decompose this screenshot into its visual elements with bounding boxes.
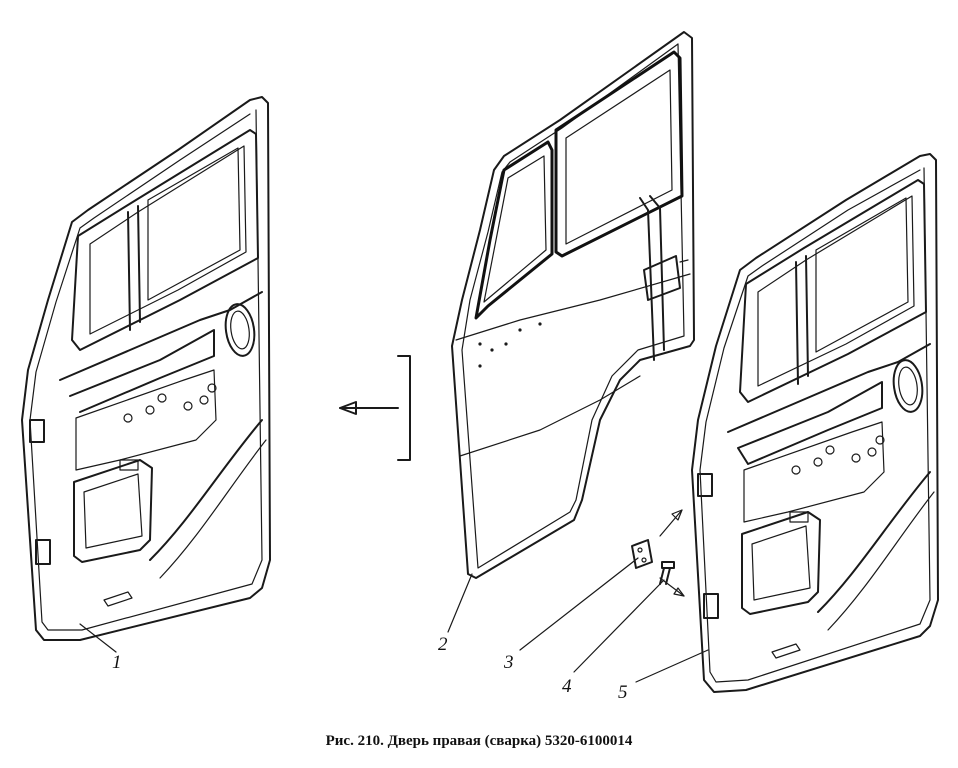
leader-lines — [79, 557, 709, 683]
callout-3: 3 — [503, 652, 514, 673]
figure-caption: Рис. 210. Дверь правая (сварка) 5320-610… — [325, 733, 633, 749]
hinge-plate-3 — [631, 539, 653, 569]
callout-1: 1 — [112, 652, 122, 673]
callout-5: 5 — [618, 682, 628, 703]
callout-4: 4 — [562, 676, 572, 697]
outer-door-skin-2 — [451, 31, 695, 579]
door-assembly-5 — [691, 153, 939, 693]
assembly-arrows — [339, 355, 685, 597]
inner-door-panel-1 — [21, 96, 271, 641]
bolt-4 — [659, 561, 675, 585]
callout-2: 2 — [438, 634, 448, 655]
